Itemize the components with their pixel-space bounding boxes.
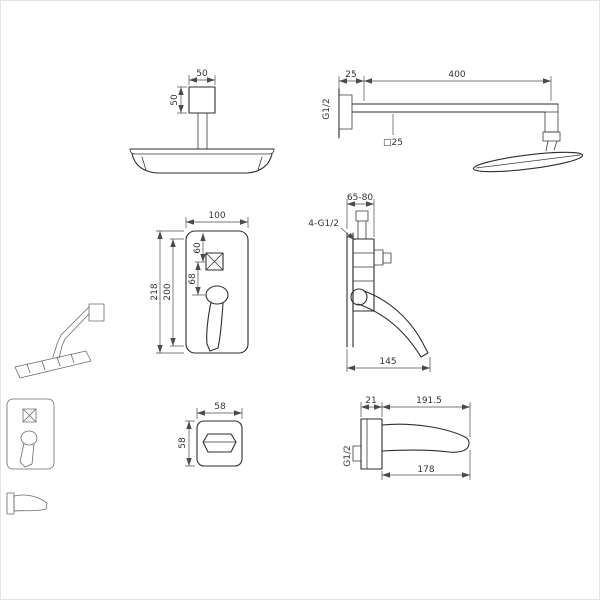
spout-side-view: 21 191.5 178 G1/2 <box>343 396 471 480</box>
spout-nose-outline <box>202 433 237 453</box>
dim-label-escutcheon-height: 58 <box>178 437 188 449</box>
dim-label-button-to-handle: 68 <box>188 273 198 285</box>
sketch-mixer-handle <box>19 442 35 468</box>
dim-label-spout-wall: 21 <box>365 396 376 406</box>
overview-sketch-set <box>6 303 105 515</box>
dim-label-top-to-button: 60 <box>193 242 203 254</box>
handle-lever-outline <box>206 301 224 352</box>
handle-hub-outline <box>350 288 368 306</box>
mount-flange-outline <box>188 86 216 114</box>
diverter-button-outline <box>205 252 224 271</box>
handle-pivot-outline <box>205 285 229 305</box>
dim-label-arm-length: 400 <box>448 70 465 80</box>
thread-label-mixer-ports: 4-G1/2 <box>308 219 339 229</box>
shower-head-outline <box>131 153 273 174</box>
spout-inlet-stub <box>352 445 362 462</box>
handle-lever-side-outline <box>357 290 429 358</box>
mixer-side-view: 65-80 4-G1/2 145 <box>308 193 431 372</box>
thread-label-arm: G1/2 <box>322 98 332 119</box>
sketch-shower-head <box>14 350 92 379</box>
dim-label-plate-height-outer: 218 <box>150 283 160 300</box>
dim-label-mixer-depth: 145 <box>379 357 396 367</box>
sketch-arm-flange <box>88 303 105 322</box>
dim-label-escutcheon-width: 58 <box>214 402 226 412</box>
dim-label-embed-depth: 65-80 <box>347 193 373 203</box>
sketch-mixer-plate <box>6 398 55 470</box>
dim-label-spout-total: 191.5 <box>416 396 442 406</box>
escutcheon-outline <box>196 420 243 467</box>
wall-flange-outline <box>338 94 353 130</box>
sketch-spout <box>13 494 48 512</box>
arm-side-view: 25 400 G1/2 □25 <box>322 70 584 173</box>
note-label-square-section: □25 <box>383 138 403 148</box>
escutcheon-front-view: 58 58 <box>178 402 243 467</box>
dim-label-flange-offset: 25 <box>345 70 356 80</box>
dim-label-head-height: 50 <box>170 94 180 106</box>
dim-label-plate-width: 100 <box>208 211 225 221</box>
mixer-front-view: 100 218 200 60 68 <box>150 211 249 354</box>
dim-label-head-width: 50 <box>196 69 208 79</box>
mixer-plate-outline <box>185 230 249 354</box>
dim-label-spout-length: 178 <box>417 465 434 475</box>
dim-label-plate-height-inner: 200 <box>163 283 173 300</box>
arm-nut-outline <box>542 131 561 142</box>
sketch-arm <box>60 306 90 340</box>
spout-wall-plate-outline <box>360 418 383 470</box>
thread-label-spout: G1/2 <box>343 445 353 466</box>
shower-head-side-outline <box>472 151 584 173</box>
sketch-spout-plate <box>6 492 15 515</box>
showerhead-front-view: 50 50 <box>129 69 275 174</box>
valve-body-outline <box>352 238 375 312</box>
spout-body-outline <box>381 423 470 453</box>
diverter-knob-outline <box>373 249 384 266</box>
